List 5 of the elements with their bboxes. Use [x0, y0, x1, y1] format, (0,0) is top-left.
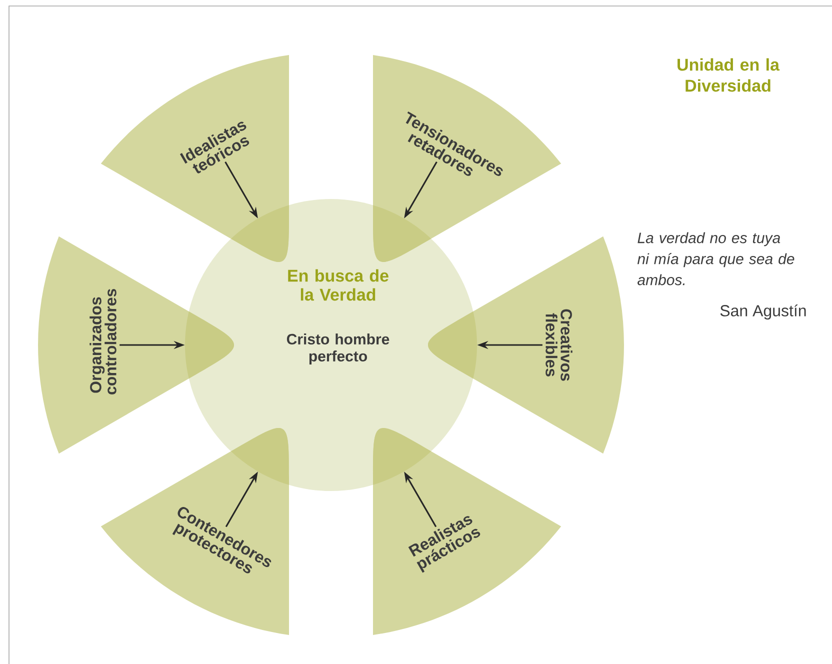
- title: Unidad en la Diversidad: [678, 58, 780, 92]
- author: San Agustín: [720, 304, 806, 320]
- petal: Creativos flexibles: [428, 236, 624, 454]
- quote: La verdad no es tuya ni mía para que sea de ambos.: [637, 232, 794, 286]
- petal: Organizados controladores: [38, 236, 234, 454]
